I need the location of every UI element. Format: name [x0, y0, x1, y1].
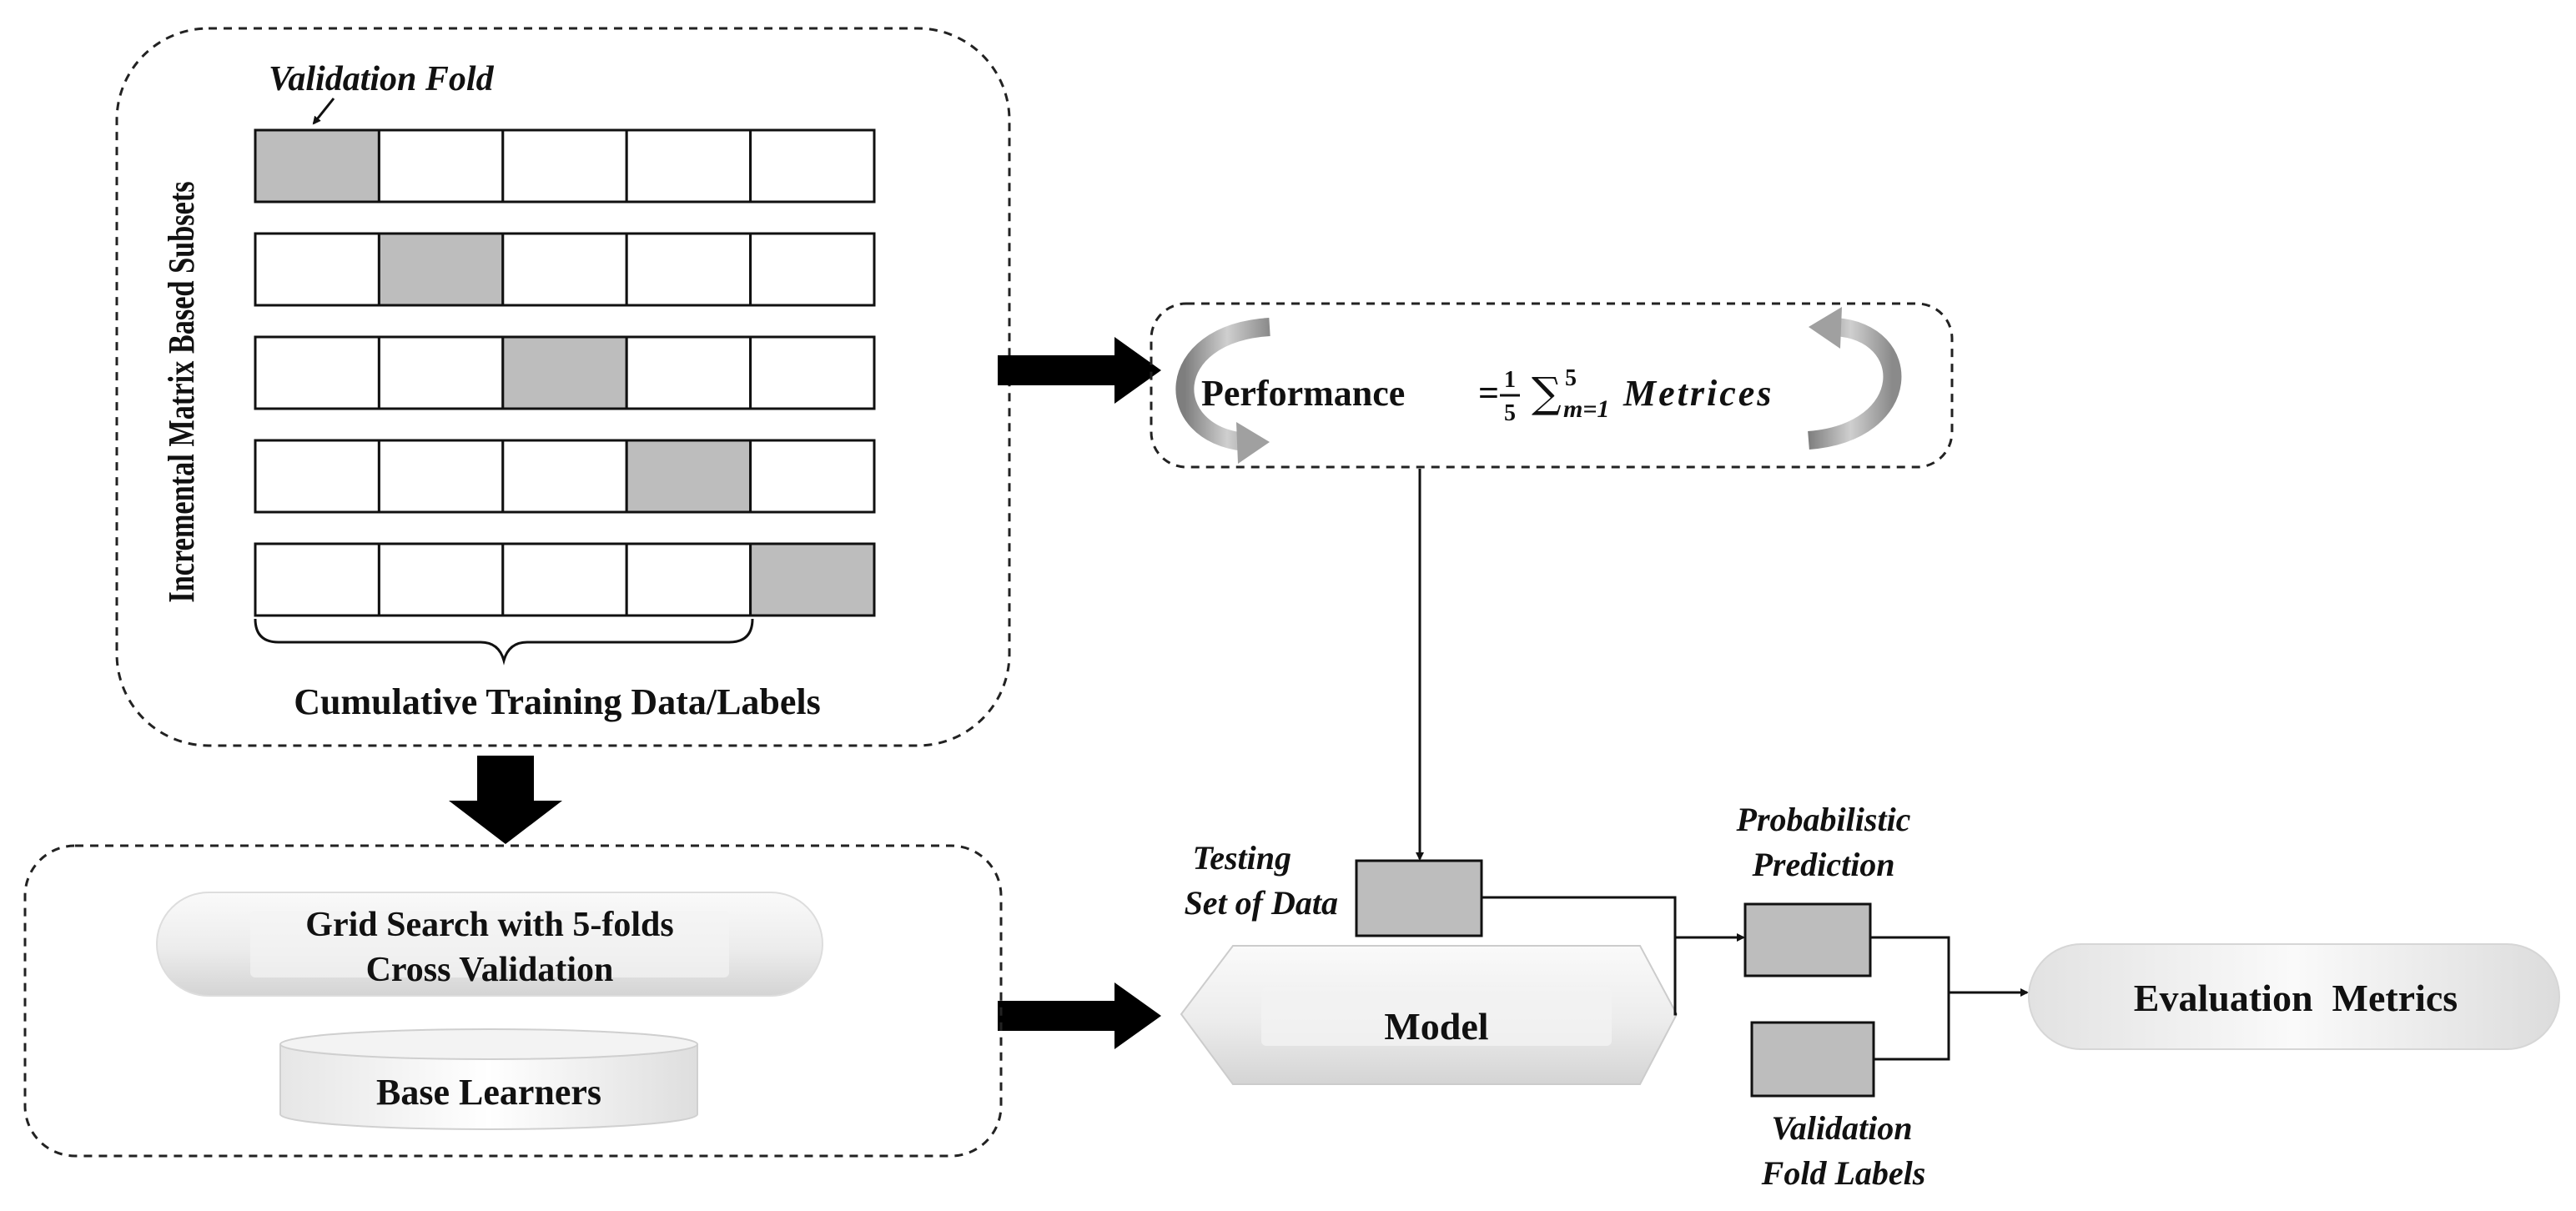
training-fold-cell	[254, 542, 380, 617]
fold-row	[254, 335, 876, 410]
fold-row	[254, 128, 876, 204]
connector-to-prediction	[1482, 896, 1745, 1016]
fraction-numerator: 1	[1504, 367, 1516, 393]
performance-formula: Performance = 1 5 ∑ 5 m=1 Metrices	[1201, 365, 1774, 426]
training-fold-cell	[501, 128, 628, 204]
model-label: Model	[1384, 1005, 1488, 1048]
validation-fold-cell	[625, 439, 752, 514]
validation-fold-cell	[501, 335, 628, 410]
training-fold-cell	[254, 439, 380, 514]
performance-container	[1150, 302, 1954, 469]
cycle-arrow-left	[1175, 318, 1270, 464]
prob-label-line1: Probabilistic	[1736, 801, 1911, 838]
metrices-word: Metrices	[1623, 373, 1774, 414]
arrow-down-to-learners	[449, 756, 562, 844]
validation-fold-pointer	[312, 98, 335, 125]
training-fold-cell	[625, 232, 752, 307]
valfold-label-line1: Validation	[1772, 1109, 1913, 1147]
training-fold-cell	[254, 335, 380, 410]
validation-fold-cell	[377, 232, 505, 307]
base-learners-label: Base Learners	[376, 1072, 601, 1113]
testing-label-line1: Testing	[1192, 839, 1291, 877]
sum-lower-limit: m=1	[1563, 395, 1609, 423]
testing-set-box	[1355, 859, 1483, 937]
testing-label-line2: Set of Data	[1185, 884, 1338, 922]
performance-equals: =	[1478, 373, 1499, 414]
grid-search-line1: Grid Search with 5-folds	[305, 906, 673, 944]
training-fold-cell	[377, 542, 505, 617]
base-learners-cylinder: Base Learners	[279, 1028, 698, 1130]
grid-search-inner	[250, 911, 729, 977]
training-fold-cell	[749, 128, 876, 204]
fraction-denominator: 5	[1504, 400, 1516, 426]
prob-label-line2: Prediction	[1751, 846, 1894, 883]
fold-grid	[254, 128, 876, 617]
sigma-symbol: ∑	[1532, 369, 1562, 417]
training-fold-cell	[377, 335, 505, 410]
connector-to-evaluation	[1870, 936, 2029, 1061]
training-fold-cell	[501, 439, 628, 514]
training-fold-cell	[749, 439, 876, 514]
vertical-axis-label: Incremental Matrix Based Subsets	[161, 181, 202, 602]
fold-row	[254, 542, 876, 617]
training-fold-cell	[749, 232, 876, 307]
fold-row	[254, 439, 876, 514]
fold-row	[254, 232, 876, 307]
grid-search-line2: Cross Validation	[366, 951, 614, 989]
model-hexagon: Model	[1180, 945, 1678, 1085]
training-fold-cell	[254, 232, 380, 307]
training-fold-cell	[501, 542, 628, 617]
validation-fold-label: Validation Fold	[269, 60, 495, 98]
cumulative-training-label: Cumulative Training Data/Labels	[294, 681, 821, 722]
training-data-brace	[254, 618, 754, 666]
validation-fold-cell	[254, 128, 380, 204]
folds-container	[115, 27, 1011, 747]
training-fold-cell	[625, 335, 752, 410]
arrow-to-model	[998, 982, 1161, 1049]
evaluation-label: Evaluation Metrics	[2134, 977, 2458, 1019]
validation-fold-cell	[749, 542, 876, 617]
training-fold-cell	[377, 439, 505, 514]
performance-word: Performance	[1201, 373, 1405, 414]
training-fold-cell	[625, 542, 752, 617]
evaluation-pill	[2028, 943, 2560, 1050]
cycle-arrow-right	[1807, 307, 1902, 450]
arrow-to-performance	[998, 337, 1161, 404]
validation-labels-box	[1750, 1021, 1875, 1098]
training-fold-cell	[501, 232, 628, 307]
valfold-label-line2: Fold Labels	[1761, 1154, 1926, 1192]
prediction-box	[1743, 902, 1872, 977]
training-fold-cell	[625, 128, 752, 204]
training-fold-cell	[749, 335, 876, 410]
training-fold-cell	[377, 128, 505, 204]
learners-container	[23, 844, 1003, 1158]
sum-upper-limit: 5	[1565, 365, 1577, 391]
